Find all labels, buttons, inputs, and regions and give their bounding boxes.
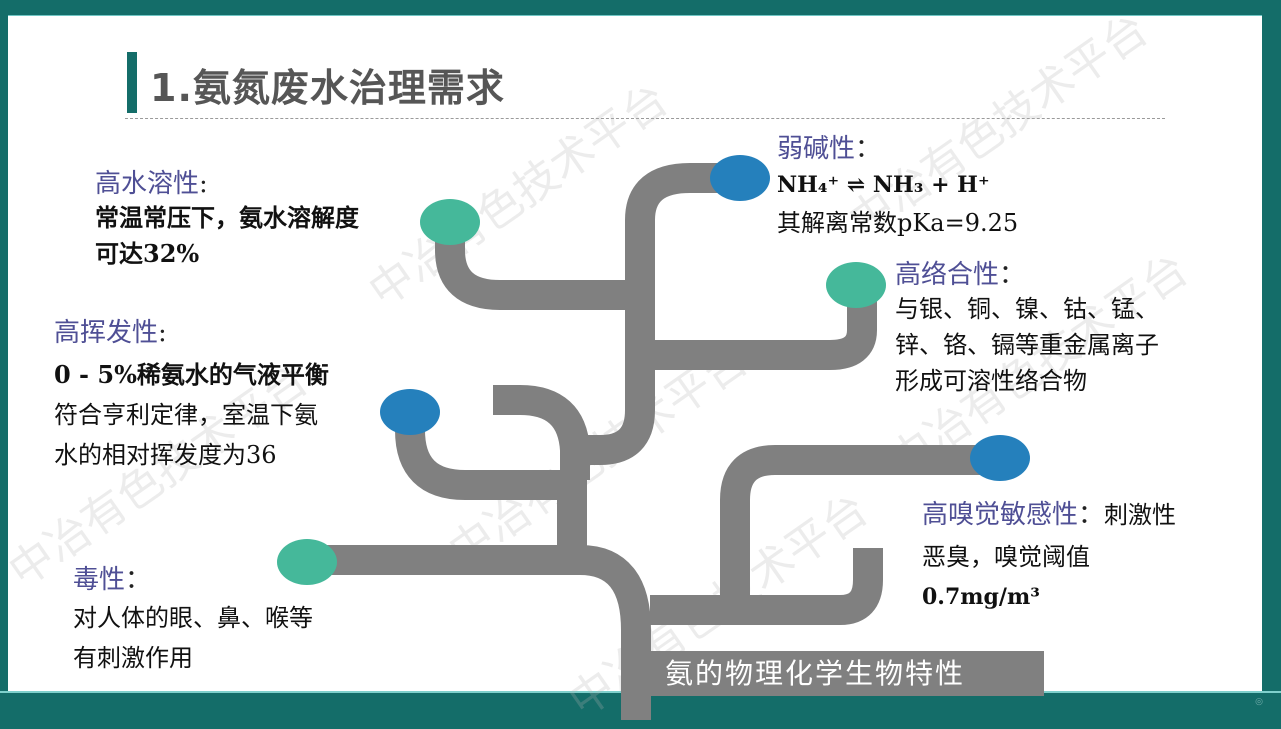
property-text: 有刺激作用 — [73, 644, 193, 672]
property-volatility: 高挥发性: 0 - 5%稀氨水的气液平衡 符合亨利定律，室温下氨 水的相对挥发度… — [54, 312, 329, 475]
property-text: 恶臭，嗅觉阈值 — [922, 543, 1090, 571]
pipe-solubility-branch — [435, 222, 640, 310]
property-heading: 高水溶性 — [95, 169, 200, 199]
property-water-solubility: 高水溶性: 常温常压下，氨水溶解度 可达32% — [95, 163, 359, 272]
property-text: 其解离常数pKa=9.25 — [777, 209, 1019, 237]
pipe-right-hook — [650, 548, 883, 625]
property-text: 水的相对挥发度为36 — [54, 441, 277, 469]
page-title: 1.氨氮废水治理需求 — [150, 66, 505, 110]
property-toxicity: 毒性： 对人体的眼、鼻、喉等 有刺激作用 — [73, 559, 313, 678]
property-text: 可达32% — [95, 239, 200, 268]
property-text: 0 - 5%稀氨水的气液平衡 — [54, 360, 329, 389]
node-alkalinity-icon — [710, 155, 770, 201]
property-heading: 高挥发性 — [54, 318, 159, 348]
node-odor-icon — [970, 435, 1030, 481]
logo-watermark: ◎ — [1255, 697, 1263, 707]
property-text: 常温常压下，氨水溶解度 — [95, 203, 359, 232]
property-heading: 高嗅觉敏感性 — [922, 500, 1079, 530]
pipe-alkalinity-branch — [578, 163, 740, 465]
property-heading: 高络合性 — [895, 260, 1000, 290]
title-divider — [125, 118, 1165, 119]
equation: NH₄⁺ ⇌ NH₃ + H⁺ — [777, 172, 990, 198]
node-toxicity-icon — [277, 539, 337, 585]
node-volatility-icon — [380, 389, 440, 435]
node-complexation-icon — [826, 262, 886, 308]
pipe-toxicity-branch — [300, 545, 651, 720]
property-text: 锌、铬、镉等重金属离子 — [895, 331, 1159, 359]
property-text: 刺激性 — [1104, 501, 1177, 529]
property-text: 0.7mg/m³ — [922, 584, 1040, 610]
property-text: 对人体的眼、鼻、喉等 — [73, 604, 313, 632]
property-odor-sensitivity: 高嗅觉敏感性：刺激性 恶臭，嗅觉阈值 0.7mg/m³ — [922, 494, 1176, 617]
pipe-middle-curve — [493, 385, 590, 480]
property-heading: 毒性 — [73, 565, 126, 595]
property-complexation: 高络合性： 与银、铜、镍、钴、锰、 锌、铬、镉等重金属离子 形成可溶性络合物 — [895, 254, 1159, 399]
pipe-complexation-branch — [640, 270, 877, 370]
title-accent-bar — [127, 52, 137, 113]
property-heading: 弱碱性 — [777, 134, 856, 164]
property-text: 形成可溶性络合物 — [895, 367, 1087, 395]
pipe-odor-branch — [720, 445, 1000, 610]
property-text: 与银、铜、镍、钴、锰、 — [895, 295, 1159, 323]
property-text: 符合亨利定律，室温下氨 — [54, 401, 318, 429]
diagram-caption: 氨的物理化学生物特性 — [651, 651, 1044, 696]
node-solubility-icon — [420, 199, 480, 245]
property-weak-alkalinity: 弱碱性： NH₄⁺ ⇌ NH₃ + H⁺ 其解离常数pKa=9.25 — [777, 128, 1018, 241]
